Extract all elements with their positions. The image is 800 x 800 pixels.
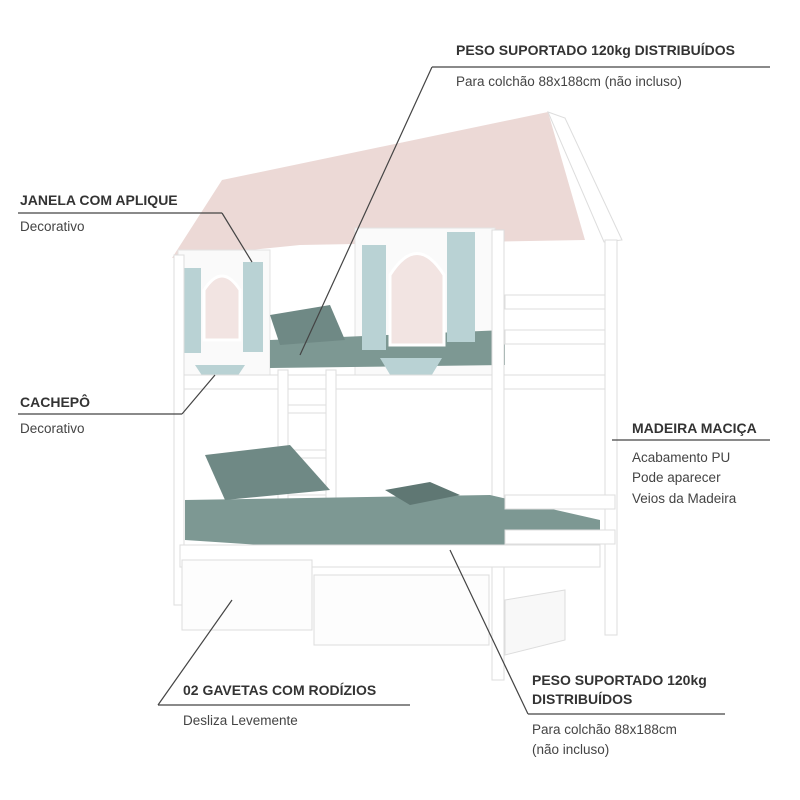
bottom-weight-detail-2: (não incluso) [532, 742, 610, 757]
wood-detail-2: Pode aparecer [632, 470, 721, 485]
planter-title: CACHEPÔ [20, 394, 91, 410]
window-title: JANELA COM APLIQUE [20, 192, 178, 208]
top-weight-detail: Para colchão 88x188cm (não incluso) [456, 74, 682, 89]
top-weight-title: PESO SUPORTADO 120kg DISTRIBUÍDOS [456, 42, 736, 58]
drawer [181, 559, 313, 631]
bottom-weight-detail-1: Para colchão 88x188cm [532, 722, 677, 737]
drawers-title: 02 GAVETAS COM RODÍZIOS [183, 682, 377, 698]
window-detail: Decorativo [20, 219, 85, 234]
wood-detail-3: Veios da Madeira [632, 491, 737, 506]
shutter [183, 268, 201, 353]
bottom-weight-title-2: DISTRIBUÍDOS [532, 691, 633, 707]
drawers-detail: Desliza Levemente [183, 713, 298, 728]
wood-detail-1: Acabamento PU [632, 450, 731, 465]
wood-title: MADEIRA MACIÇA [632, 420, 757, 436]
bottom-weight-title-1: PESO SUPORTADO 120kg [532, 672, 707, 688]
planter-detail: Decorativo [20, 421, 85, 436]
